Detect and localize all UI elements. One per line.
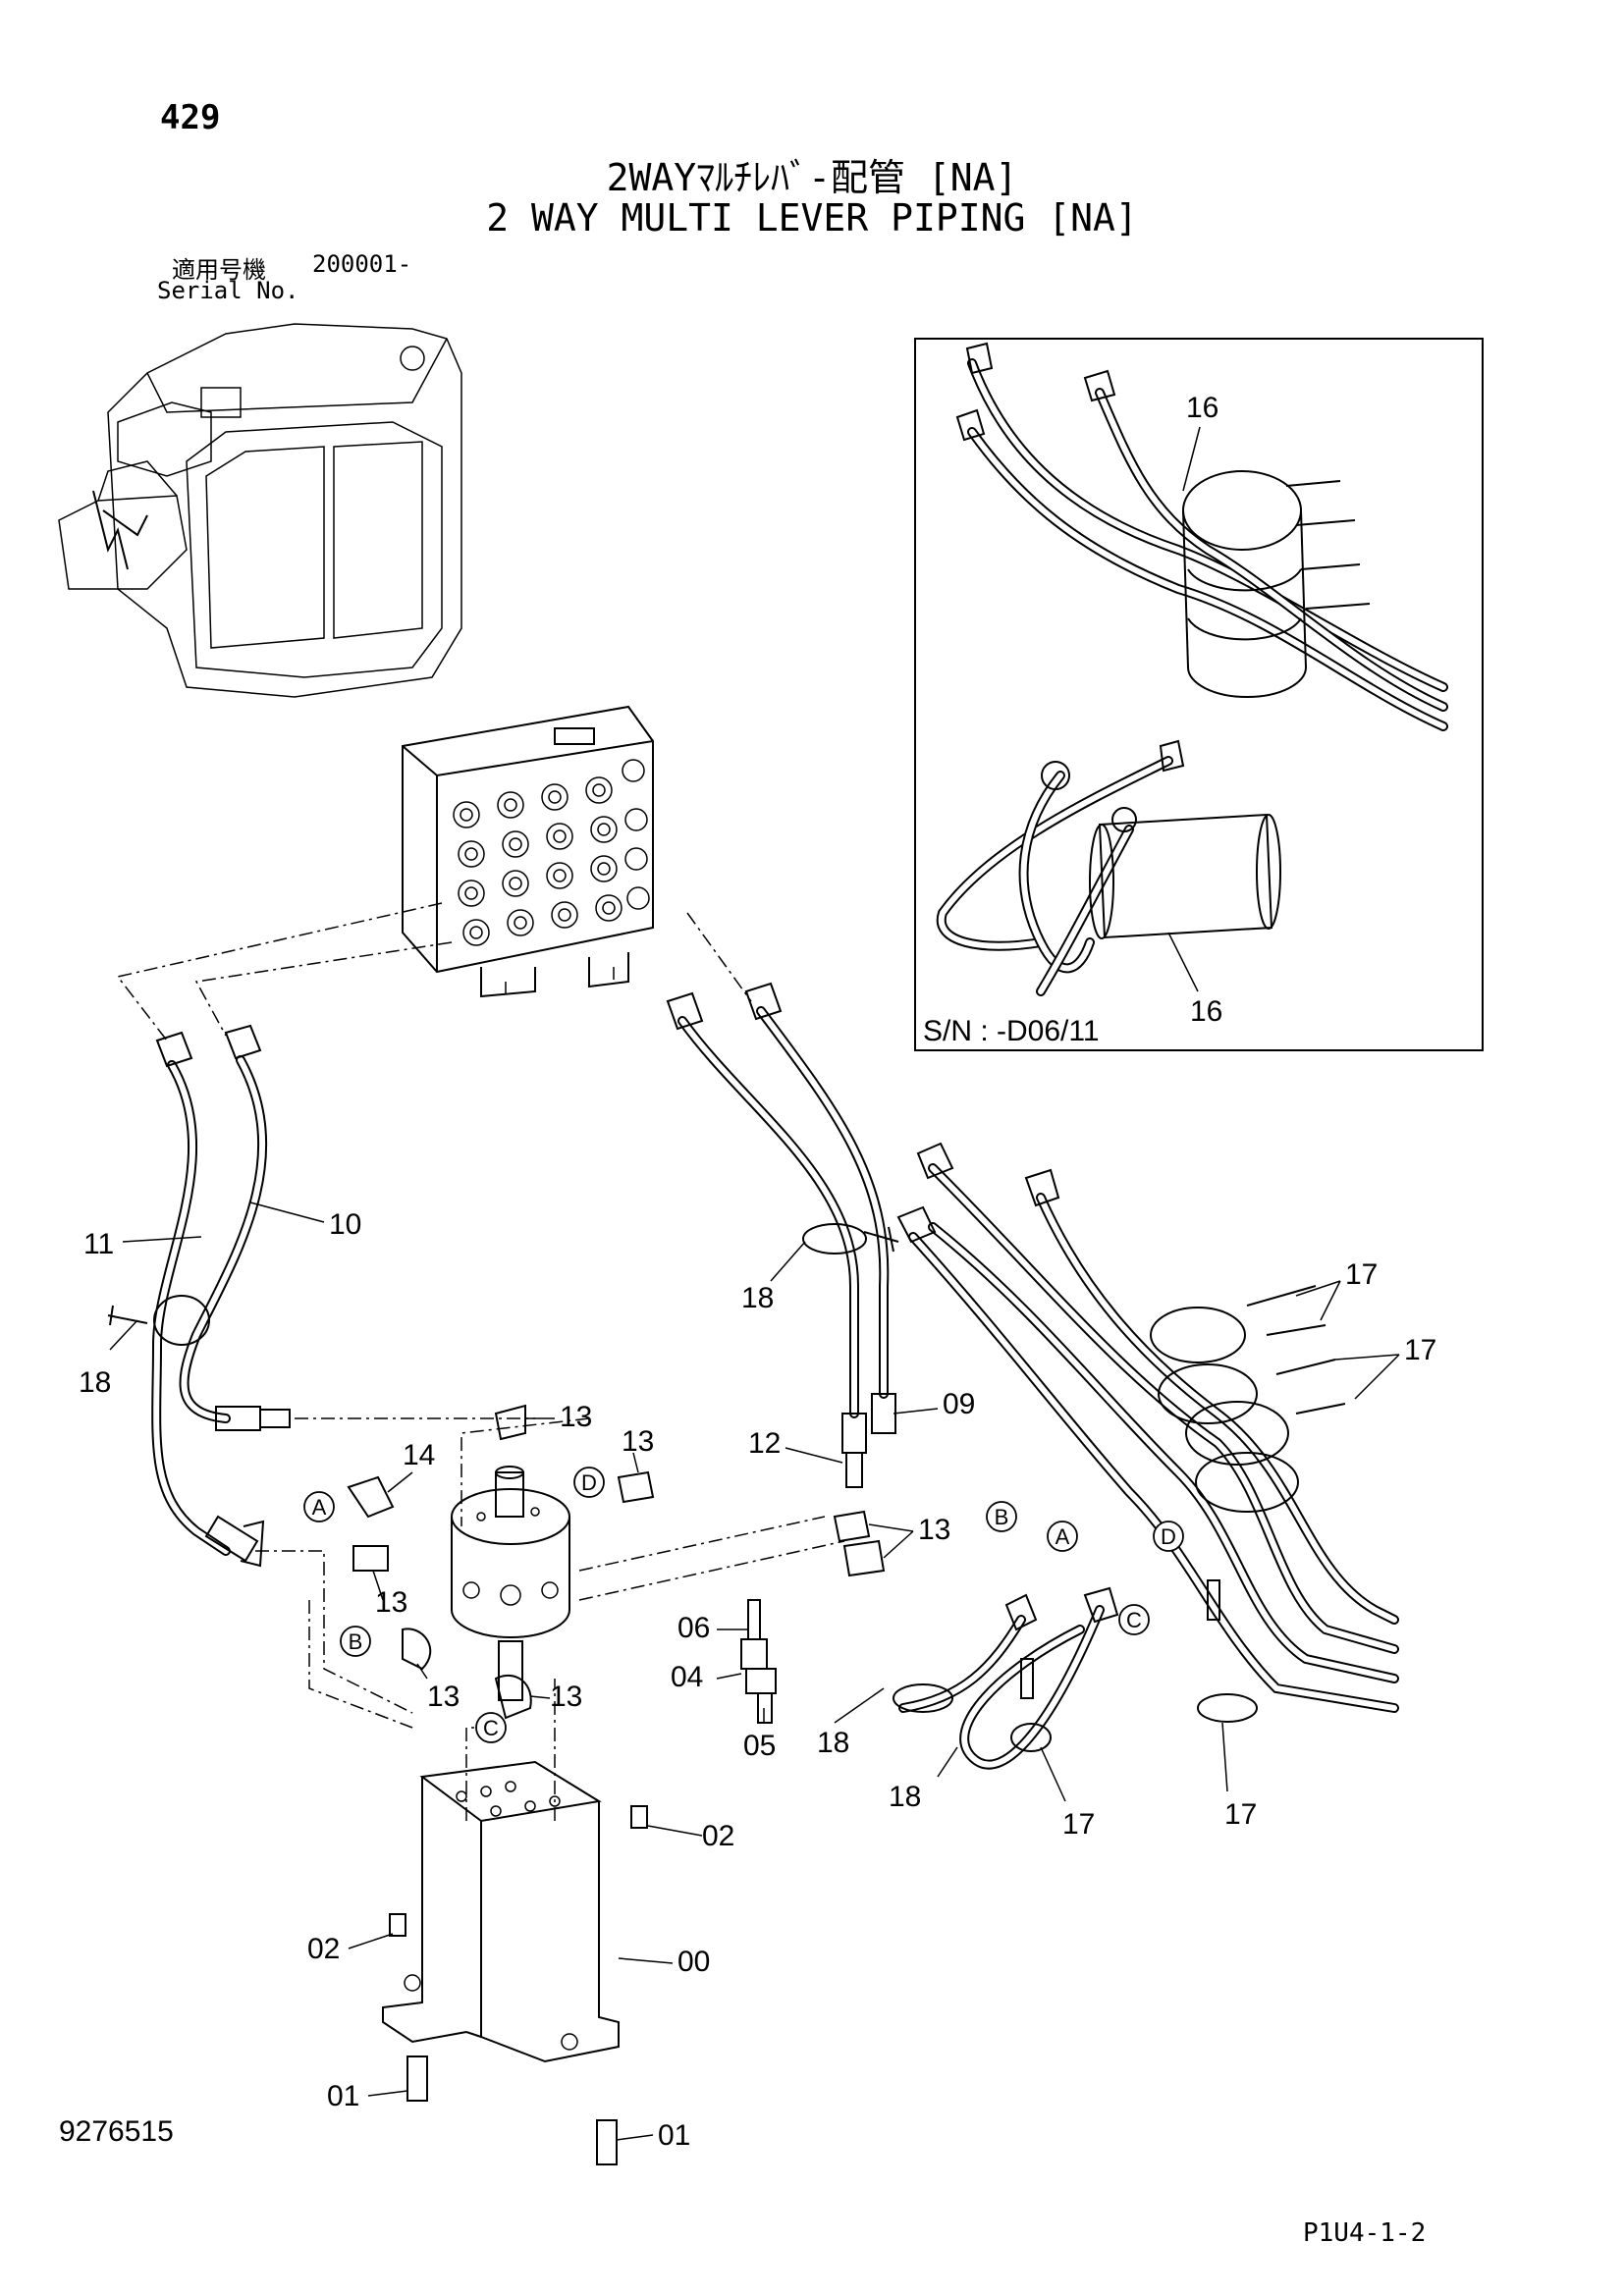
machine-overview — [58, 323, 462, 698]
callout-18-left: 18 — [79, 1366, 111, 1399]
callout-06: 06 — [677, 1612, 710, 1644]
callout-18-right-lower: 18 — [889, 1781, 921, 1813]
pressure-switch — [740, 1599, 777, 1724]
port-marker-c-left — [475, 1712, 507, 1743]
port-marker-d-left — [573, 1467, 605, 1498]
callout-16-bottom: 16 — [1190, 995, 1222, 1028]
callout-13-top: 13 — [560, 1401, 592, 1433]
callout-13-pair: 13 — [918, 1514, 950, 1546]
port-marker-b-right — [986, 1501, 1017, 1532]
hose-bundle-right — [893, 1142, 1399, 1770]
callout-10: 10 — [329, 1208, 361, 1241]
page-number: 429 — [160, 98, 221, 137]
mounting-bracket — [382, 1760, 648, 2165]
callout-01-right: 01 — [658, 2119, 690, 2152]
page-code: P1U4-1-2 — [1303, 2218, 1427, 2248]
callout-09: 09 — [943, 1388, 975, 1420]
document-code: 9276515 — [59, 2115, 174, 2148]
page-title-english: 2 WAY MULTI LEVER PIPING [NA] — [486, 196, 1138, 240]
port-marker-b-left — [340, 1626, 371, 1657]
callout-00: 00 — [677, 1946, 710, 1978]
port-marker-a-left — [303, 1491, 335, 1522]
callout-02-right: 02 — [702, 1820, 734, 1852]
callout-17-lower-centre: 17 — [1062, 1808, 1095, 1841]
serial-label-japanese: 適用号機 — [172, 256, 266, 284]
callout-18-centre: 18 — [741, 1282, 774, 1314]
page-title-japanese: 2WAYﾏﾙﾁﾚﾊﾞ-配管 [NA] — [606, 156, 1018, 199]
callout-12: 12 — [748, 1427, 781, 1460]
port-marker-a-right — [1047, 1521, 1078, 1552]
port-marker-label: D — [581, 1470, 597, 1495]
callout-02-left: 02 — [307, 1933, 340, 1965]
serial-range: 200001- — [312, 250, 412, 278]
inset-detail — [914, 338, 1484, 1051]
callout-01-left: 01 — [327, 2080, 359, 2112]
control-valve-block — [402, 705, 654, 998]
callout-14: 14 — [403, 1439, 435, 1471]
callout-11: 11 — [83, 1228, 114, 1260]
serial-label-english: Serial No. — [157, 277, 299, 304]
hose-09-12 — [666, 982, 899, 1488]
callout-04: 04 — [671, 1661, 703, 1693]
port-marker-label: C — [1126, 1608, 1142, 1632]
inset-serial-note: S/N : -D06/11 — [923, 1015, 1100, 1047]
port-marker-label: C — [483, 1716, 499, 1740]
callout-13-left: 13 — [375, 1586, 407, 1619]
callout-18-right-upper: 18 — [817, 1727, 849, 1759]
port-marker-c-right — [1118, 1604, 1150, 1635]
port-marker-d-right — [1153, 1521, 1184, 1552]
port-marker-label: D — [1161, 1524, 1176, 1549]
shuttle-block — [347, 1404, 886, 1720]
port-marker-label: A — [1056, 1524, 1070, 1549]
port-marker-label: A — [312, 1495, 327, 1520]
leader-lines — [109, 426, 1400, 2141]
callout-05: 05 — [743, 1730, 776, 1762]
callout-17-middle: 17 — [1404, 1334, 1436, 1366]
callout-17-lower-right: 17 — [1224, 1798, 1257, 1831]
hose-10-11 — [107, 1024, 291, 1568]
port-markers: A B C D A B C D — [303, 1467, 1184, 1743]
part-callouts: 16 16 S/N : -D06/11 10 11 18 18 09 12 13… — [79, 392, 1436, 2152]
port-marker-label: B — [349, 1629, 363, 1654]
callout-13-lower: 13 — [550, 1681, 582, 1713]
callout-13-lower-left: 13 — [427, 1681, 460, 1713]
callout-13-right-of-d: 13 — [622, 1425, 654, 1458]
callout-17-upper: 17 — [1345, 1258, 1378, 1291]
port-marker-label: B — [995, 1505, 1009, 1529]
callout-16-top: 16 — [1186, 392, 1218, 424]
